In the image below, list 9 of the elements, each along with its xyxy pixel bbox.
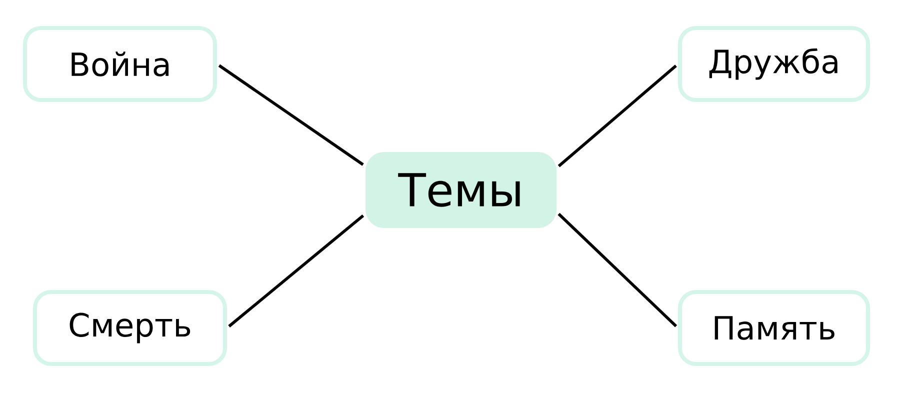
connector-line <box>228 214 364 328</box>
connector-line <box>218 64 364 166</box>
subtopic-box: Память <box>678 290 870 366</box>
subtopic-box: Война <box>23 26 217 102</box>
connector-line <box>558 64 677 168</box>
subtopic-box: Смерть <box>33 290 227 366</box>
connector-line <box>558 212 678 328</box>
subtopic-box: Дружба <box>678 26 870 102</box>
topic-box: Темы <box>366 152 556 228</box>
